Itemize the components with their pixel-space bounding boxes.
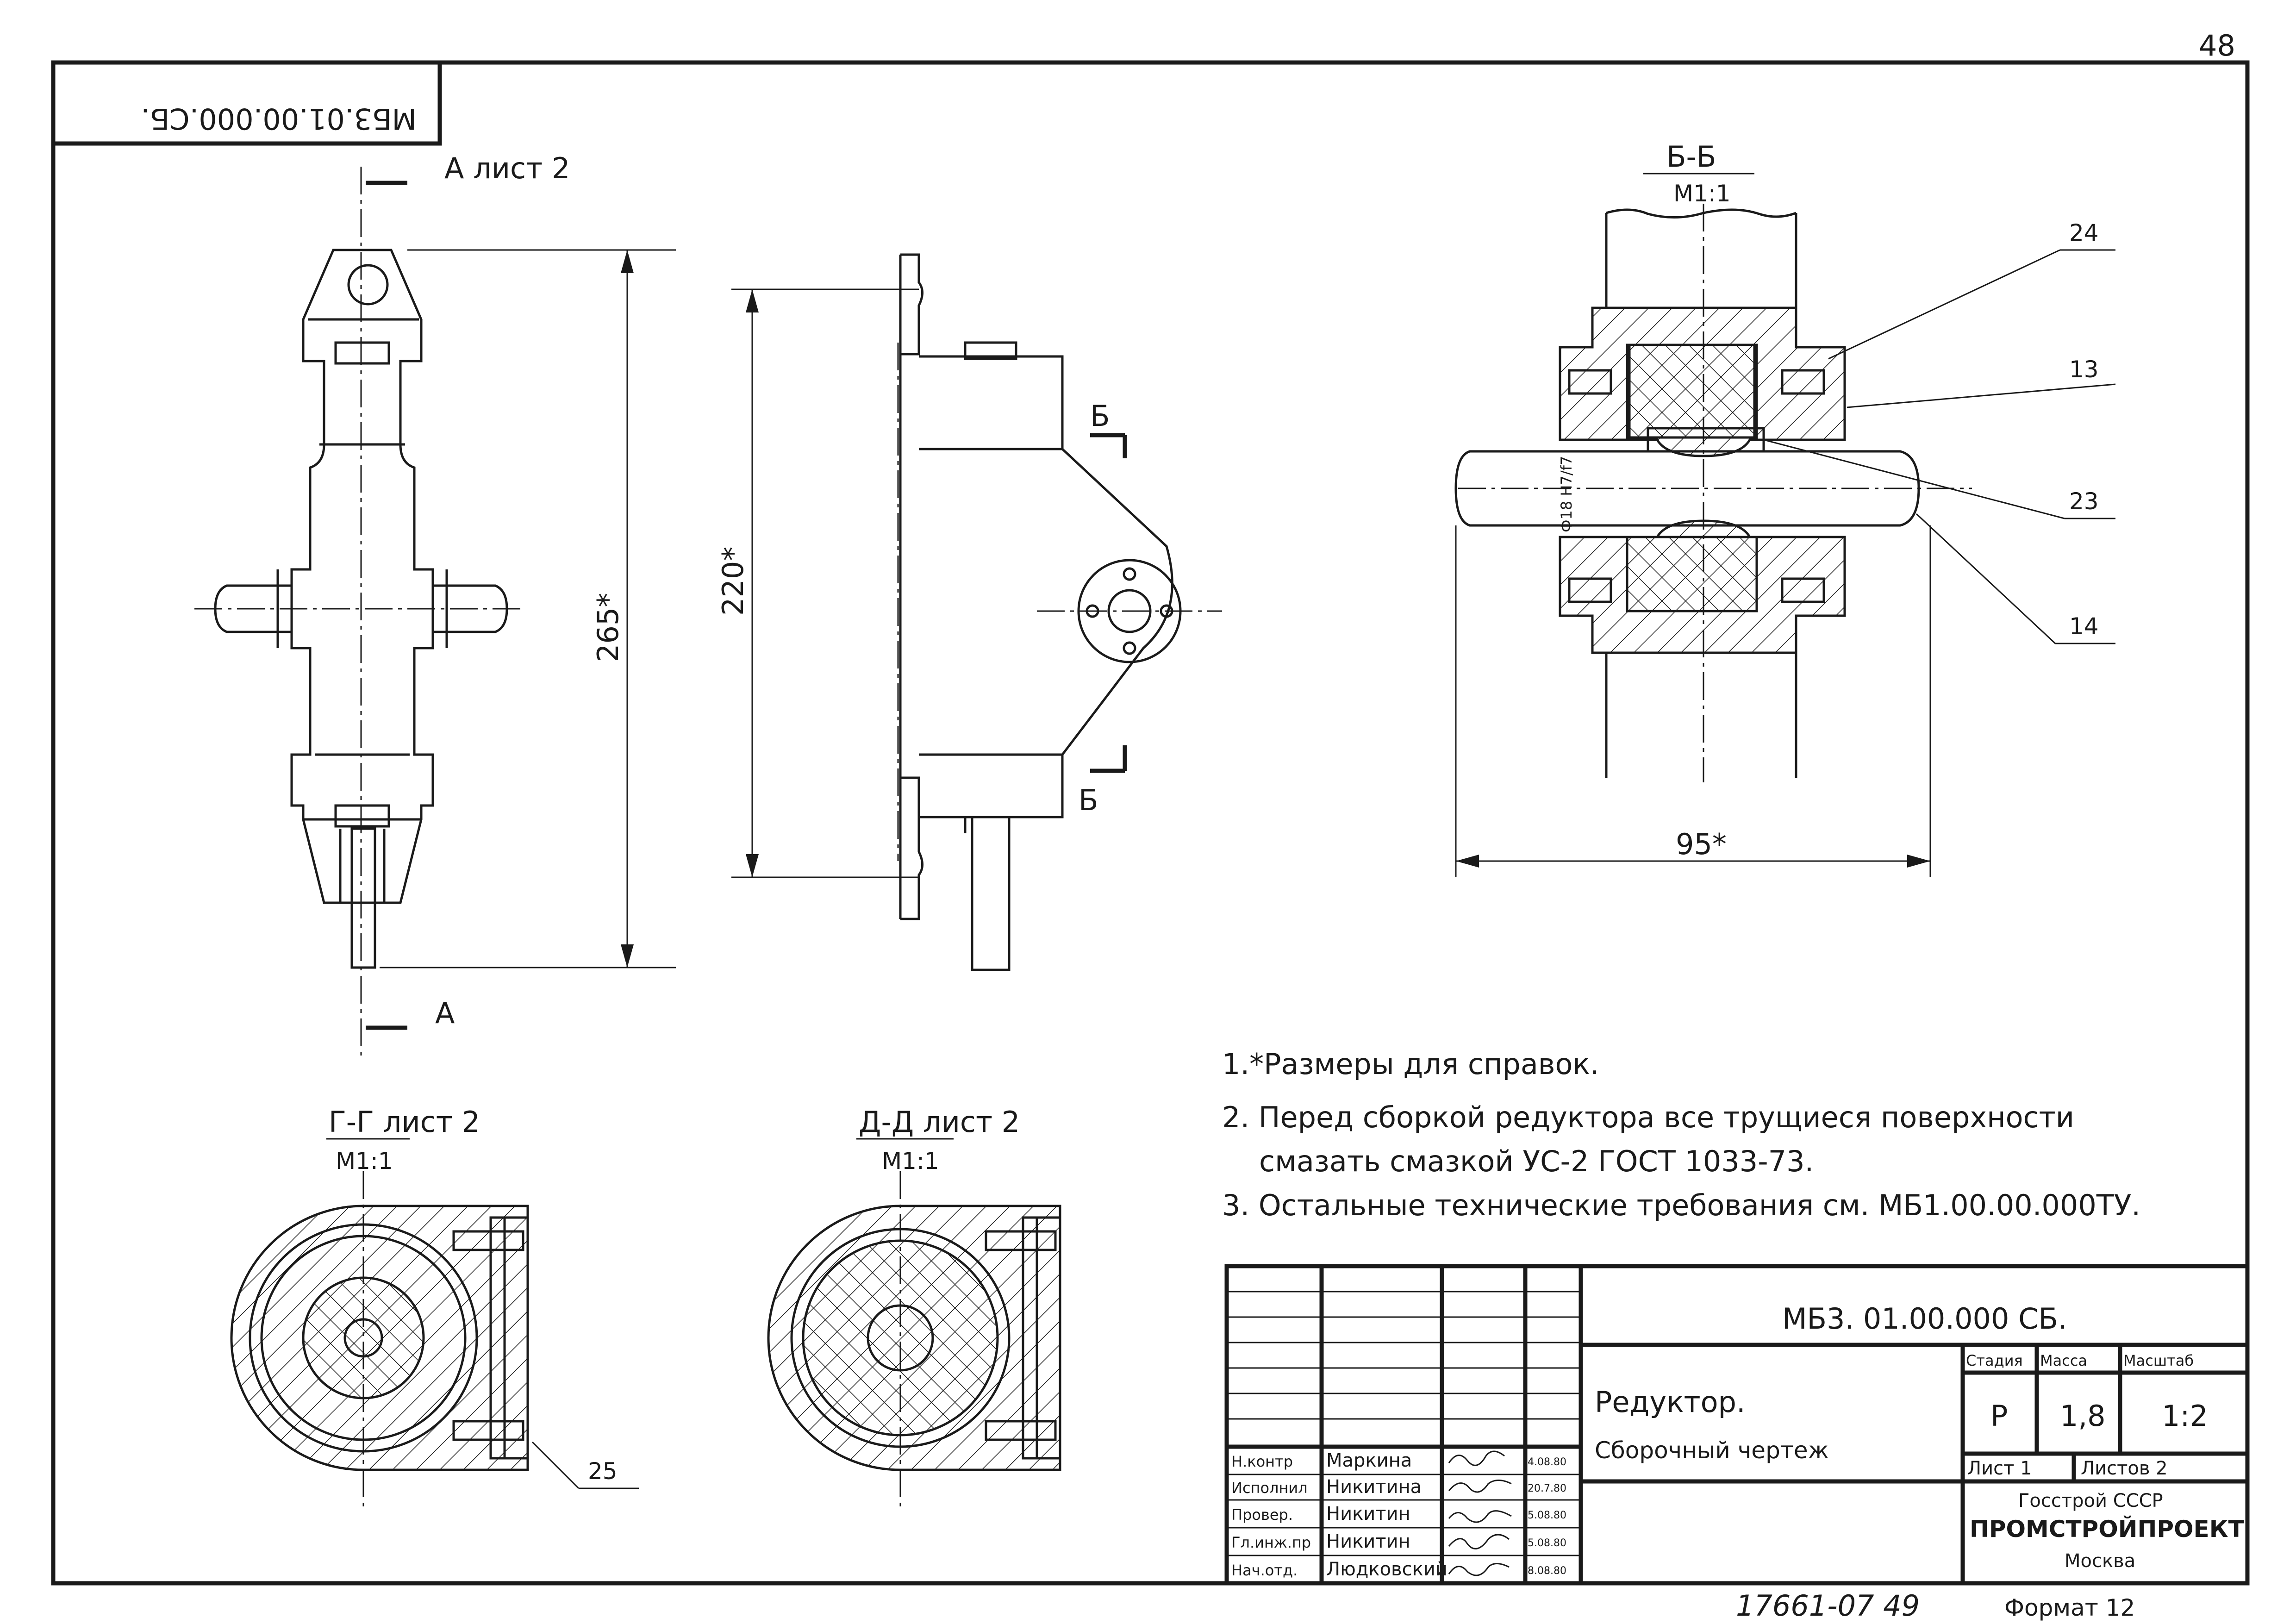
side-view: Б Б 220* bbox=[716, 253, 1222, 971]
callout-24: 24 bbox=[2069, 219, 2099, 246]
section-b-scale: М1:1 bbox=[1673, 180, 1731, 207]
note-2-cont: смазать смазкой УС-2 ГОСТ 1033-73. bbox=[1259, 1144, 1814, 1178]
section-b-cut-top: Б bbox=[1090, 399, 1110, 433]
section-b-cut-bottom: Б bbox=[1079, 783, 1098, 817]
note-3: 3. Остальные технические требования см. … bbox=[1222, 1188, 2140, 1222]
note-2: 2. Перед сборкой редуктора все трущиеся … bbox=[1222, 1100, 2074, 1134]
callout-13: 13 bbox=[2069, 356, 2099, 383]
sheets-total: Листов 2 bbox=[2081, 1458, 2168, 1479]
technical-notes: 1.*Размеры для справок. 2. Перед сборкой… bbox=[1222, 1047, 2140, 1222]
front-view: А лист 2 А 265* bbox=[194, 151, 676, 1060]
section-g-view: Г-Г лист 2 М1:1 25 bbox=[230, 1105, 639, 1509]
name-0: Маркина bbox=[1326, 1450, 1412, 1471]
section-g-title: Г-Г лист 2 bbox=[329, 1105, 480, 1139]
header-mass: Масса bbox=[2040, 1352, 2087, 1369]
section-a-label: А лист 2 bbox=[444, 151, 570, 185]
title-block-name-1: Редуктор. bbox=[1595, 1385, 1746, 1419]
sheet-frame bbox=[51, 60, 2250, 1586]
dim-shaft-diameter: Ф18 H7/f7 bbox=[1558, 456, 1575, 532]
role-4: Нач.отд. bbox=[1231, 1562, 1298, 1579]
header-stage: Стадия bbox=[1966, 1352, 2023, 1369]
section-a-label-bottom: А bbox=[435, 996, 455, 1030]
section-d-title: Д-Д лист 2 bbox=[859, 1105, 1020, 1139]
callout-14: 14 bbox=[2069, 613, 2099, 640]
note-1: 1.*Размеры для справок. bbox=[1222, 1047, 1599, 1081]
name-4: Людковский bbox=[1326, 1559, 1447, 1580]
role-2: Провер. bbox=[1231, 1506, 1293, 1524]
callout-23: 23 bbox=[2069, 488, 2099, 515]
title-block: Н.контр Маркина 4.08.80 Исполнил Никитин… bbox=[1224, 1264, 2250, 1586]
footer-number: 17661-07 49 bbox=[1736, 1589, 1920, 1623]
date-4: 8.08.80 bbox=[1528, 1565, 1566, 1577]
value-stage: Р bbox=[1990, 1399, 2008, 1433]
org-line-3: Москва bbox=[2065, 1550, 2135, 1572]
corner-code-box: МБ3.01.00.000.СБ. bbox=[51, 60, 442, 146]
title-block-name-2: Сборочный чертеж bbox=[1595, 1437, 1829, 1464]
header-scale: Масштаб bbox=[2123, 1352, 2194, 1369]
name-3: Никитин bbox=[1326, 1531, 1410, 1552]
name-2: Никитин bbox=[1326, 1503, 1410, 1524]
date-3: 5.08.80 bbox=[1528, 1537, 1566, 1549]
section-b-view: Б-Б М1:1 Ф18 H7/f7 24 13 23 bbox=[1454, 140, 2116, 877]
page-number: 48 bbox=[2199, 29, 2235, 62]
role-0: Н.контр bbox=[1231, 1453, 1293, 1470]
footer-format: Формат 12 bbox=[2004, 1594, 2135, 1621]
role-1: Исполнил bbox=[1231, 1479, 1308, 1497]
org-line-2: ПРОМСТРОЙПРОЕКТ bbox=[1970, 1515, 2244, 1543]
org-line-1: Госстрой СССР bbox=[2018, 1490, 2163, 1512]
value-scale: 1:2 bbox=[2162, 1399, 2208, 1433]
signatures bbox=[1448, 1450, 1512, 1576]
section-b-title: Б-Б bbox=[1666, 140, 1716, 174]
callout-25: 25 bbox=[588, 1458, 618, 1485]
date-1: 20.7.80 bbox=[1528, 1483, 1566, 1494]
name-1: Никитина bbox=[1326, 1476, 1422, 1498]
section-d-view: Д-Д лист 2 М1:1 bbox=[767, 1105, 1061, 1509]
section-d-scale: М1:1 bbox=[882, 1148, 939, 1174]
section-g-scale: М1:1 bbox=[336, 1148, 393, 1174]
date-0: 4.08.80 bbox=[1528, 1456, 1566, 1468]
dim-height-side: 220* bbox=[716, 547, 750, 616]
corner-code: МБ3.01.00.000.СБ. bbox=[141, 102, 417, 136]
dim-width-section: 95* bbox=[1676, 827, 1727, 861]
sheet-number: Лист 1 bbox=[1967, 1458, 2032, 1479]
dim-height-total: 265* bbox=[591, 593, 625, 662]
date-2: 5.08.80 bbox=[1528, 1510, 1566, 1521]
value-mass: 1,8 bbox=[2060, 1399, 2106, 1433]
title-block-code: МБ3. 01.00.000 СБ. bbox=[1782, 1302, 2067, 1336]
role-3: Гл.инж.пр bbox=[1231, 1534, 1311, 1551]
